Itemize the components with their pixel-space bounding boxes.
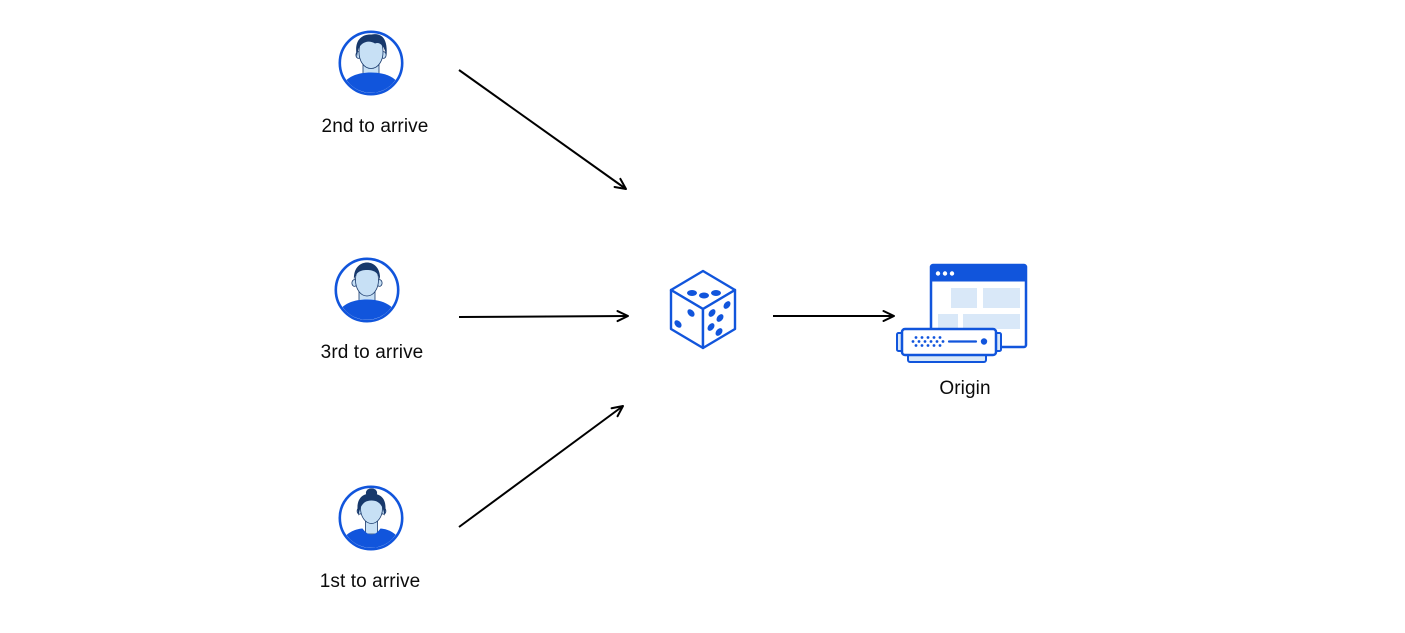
client-label-third: 3rd to arrive — [320, 342, 424, 363]
origin-server-icon — [896, 263, 1028, 363]
dice-icon — [669, 269, 737, 350]
browser-window — [929, 263, 1028, 349]
avatar-man-short-hair-icon — [334, 257, 400, 323]
origin-label: Origin — [939, 378, 991, 399]
origin-node — [896, 258, 1028, 369]
client-label-second: 2nd to arrive — [321, 116, 429, 137]
arrow-client2-to-dice — [458, 69, 627, 190]
server-unit — [896, 327, 1002, 363]
avatar-man-swept-hair-icon — [338, 30, 404, 96]
client-label-first: 1st to arrive — [319, 571, 421, 592]
client-node-third — [334, 257, 400, 328]
client-node-second — [338, 30, 404, 101]
selector-node — [667, 268, 739, 359]
client-node-first — [338, 485, 404, 556]
arrow-client3-to-dice — [458, 310, 629, 323]
avatar-woman-bun-icon — [338, 485, 404, 551]
arrow-client1-to-dice — [458, 405, 624, 528]
